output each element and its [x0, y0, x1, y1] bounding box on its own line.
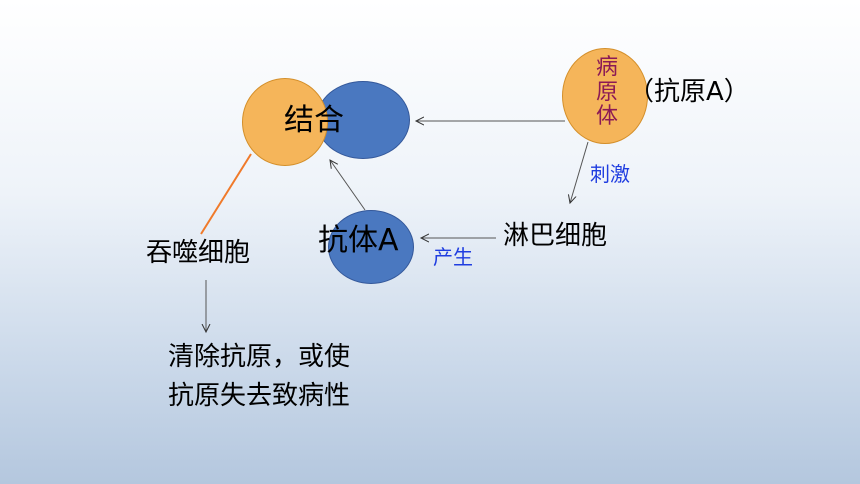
antibody-circle-combine	[316, 81, 410, 159]
produce-label: 产生	[433, 245, 473, 269]
arrow-pathogen-to-lymphocyte	[570, 141, 589, 203]
pathogen-circle	[562, 48, 648, 144]
result-line-1: 清除抗原，或使	[168, 342, 351, 372]
antibody-circle	[328, 210, 414, 284]
result-line-2: 抗原失去致病性	[168, 381, 351, 411]
line-combine-to-phagocyte	[200, 153, 252, 235]
pathogen-label: 病原体	[595, 55, 618, 130]
arrow-antibody-to-combine	[330, 160, 366, 211]
phagocyte-label: 吞噬细胞	[146, 238, 251, 268]
antigen-note: （抗原A）	[628, 77, 750, 107]
combine-label: 结合	[284, 103, 344, 138]
cell-circle-combine	[242, 78, 328, 166]
stimulate-label: 刺激	[590, 162, 630, 186]
antibody-label: 抗体A	[318, 223, 399, 258]
lymphocyte-label: 淋巴细胞	[503, 221, 608, 251]
